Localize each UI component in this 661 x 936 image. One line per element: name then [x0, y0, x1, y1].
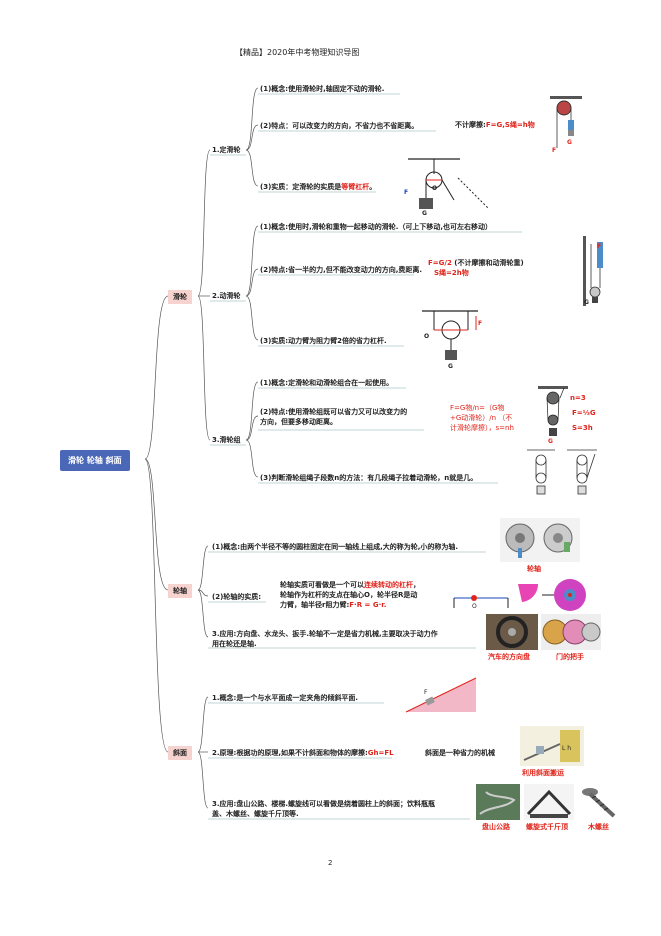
svg-text:O: O [472, 603, 477, 610]
incline-concept: 1.概念:是一个与水平面成一定夹角的倾斜平面. [212, 694, 358, 702]
steering-wheel-photo [486, 614, 538, 650]
axle-essence-l2: 轮轴作为杠杆的支点在轴心O，轮半径R是动 [280, 591, 418, 599]
movable-pulley-photo: F G [583, 236, 603, 306]
wood-screw-photo [580, 784, 620, 820]
fixed-feature: (2)特点：可以改变力的方向，不省力也不省距离。 [260, 122, 419, 130]
block-concept: (1)概念:定滑轮和动滑轮组合在一起使用。 [260, 379, 394, 387]
incline-principle-note: 斜面是一种省力的机械 [425, 749, 495, 757]
svg-text:F: F [597, 243, 601, 250]
node-pulley-block: 3.滑轮组 [212, 436, 241, 444]
block-fig-s: S=3h [572, 424, 593, 432]
svg-text:F: F [478, 320, 482, 327]
axle-concept: (1)概念:由两个半径不等的圆柱固定在同一轴线上组成,大的称为轮,小的称为轴. [212, 543, 459, 551]
wheel-sector-diagram [518, 584, 539, 602]
node-incline: 斜面 [168, 746, 192, 760]
screw-jack-photo [524, 784, 574, 820]
svg-text:F: F [404, 189, 408, 196]
door-knob-caption: 门的把手 [556, 653, 584, 661]
movable-feature: (2)特点:省一半的力,但不能改变动力的方向,费距离. [260, 266, 423, 274]
incline-diagram: F [405, 677, 477, 713]
axle-essence-l1: 轮轴实质可看做是一个可以连续转动的杠杆， [280, 581, 420, 589]
page-number: 2 [328, 859, 333, 867]
fixed-pulley-photo: G F [550, 96, 582, 154]
movable-pulley-lever-diagram: F O G [422, 310, 482, 370]
wood-screw-caption: 木螺丝 [588, 823, 609, 831]
mountain-road-caption: 盘山公路 [482, 823, 510, 831]
steering-wheel-caption: 汽车的方向盘 [488, 653, 530, 661]
svg-text:F: F [552, 147, 556, 154]
incline-app-l1: 3.应用:盘山公路、楼梯.螺旋线可以看做是绕着圆柱上的斜面；饮料瓶瓶 [212, 800, 435, 808]
svg-text:F: F [424, 689, 428, 696]
incline-moving-photo: L h [520, 726, 584, 766]
node-pulley: 滑轮 [168, 290, 192, 304]
block-fig-n: n=3 [570, 394, 586, 402]
block-feature-l1: (2)特点:使用滑轮组既可以省力又可以改变力的 [260, 408, 408, 416]
node-movable-pulley: 2.动滑轮 [212, 292, 241, 300]
wheel-axle-lever-diagram: O [453, 595, 509, 610]
pulley-block-comparison [527, 449, 597, 495]
wheel-disc-diagram [542, 579, 586, 611]
block-fig-f: F=⅓G [572, 409, 596, 417]
svg-text:G: G [584, 299, 589, 306]
pulley-block-photo: G [538, 386, 568, 444]
svg-text:O: O [424, 333, 429, 340]
movable-concept: (1)概念:使用时,滑轮和重物一起移动的滑轮.（可上下移动,也可左右移动） [260, 223, 493, 231]
page-header: 【精品】2020年中考物理知识导图 [235, 48, 360, 57]
movable-formula2: S绳=2h物 [434, 269, 469, 277]
fixed-pulley-lever-diagram: F O G [404, 158, 489, 216]
axle-essence-label: (2)轮轴的实质: [212, 593, 262, 601]
node-wheel-axle: 轮轴 [168, 584, 192, 598]
svg-text:L h: L h [562, 745, 571, 752]
svg-text:O: O [432, 185, 437, 192]
axle-app-l2: 用在轮还是轴. [212, 640, 257, 648]
fixed-concept: (1)概念:使用滑轮时,轴固定不动的滑轮. [260, 85, 385, 93]
fixed-essence: (3)实质：定滑轮的实质是等臂杠杆。 [260, 183, 377, 191]
incline-principle: 2.原理:根据功的原理,如果不计斜面和物体的摩擦:Gh=FL [212, 749, 394, 757]
block-judge: (3)判断滑轮组绳子段数n的方法：有几段绳子拉着动滑轮，n就是几。 [260, 474, 478, 482]
axle-fig-caption: 轮轴 [527, 565, 541, 573]
fixed-feature-note: 不计摩擦:F=G,S绳=h物 [455, 121, 535, 129]
svg-text:G: G [548, 438, 553, 444]
svg-text:G: G [422, 210, 427, 216]
svg-text:G: G [567, 139, 572, 146]
axle-essence-l3: 力臂，轴半径r阻力臂:F·R = G·r. [280, 601, 387, 609]
movable-essence: (3)实质:动力臂为阻力臂2倍的省力杠杆. [260, 337, 387, 345]
block-formula-l1: F=G物/n=（G物 [450, 404, 505, 412]
wheel-axle-photo [500, 518, 580, 562]
block-feature-l2: 方向，但要多移动距离。 [260, 418, 337, 426]
block-formula-l2: +G动滑轮）/n （不 [450, 414, 513, 422]
svg-text:G: G [448, 363, 453, 370]
screw-jack-caption: 螺旋式千斤顶 [526, 823, 568, 831]
block-formula-l3: 计滑轮摩擦），s=nh [450, 424, 514, 432]
incline-moving-caption: 利用斜面搬运 [522, 769, 564, 777]
axle-app-l1: 3.应用:方向盘、水龙头、扳手.轮轴不一定是省力机械,主要取决于动力作 [212, 630, 438, 638]
root-node: 滑轮 轮轴 斜面 [60, 450, 130, 471]
node-fixed-pulley: 1.定滑轮 [212, 146, 241, 154]
door-knob-photo [541, 614, 601, 650]
movable-formula1: F=G/2 (不计摩擦和动滑轮重) [428, 259, 524, 267]
incline-app-l2: 盖、木螺丝、螺旋千斤顶等. [212, 810, 299, 818]
mountain-road-photo [476, 784, 520, 820]
